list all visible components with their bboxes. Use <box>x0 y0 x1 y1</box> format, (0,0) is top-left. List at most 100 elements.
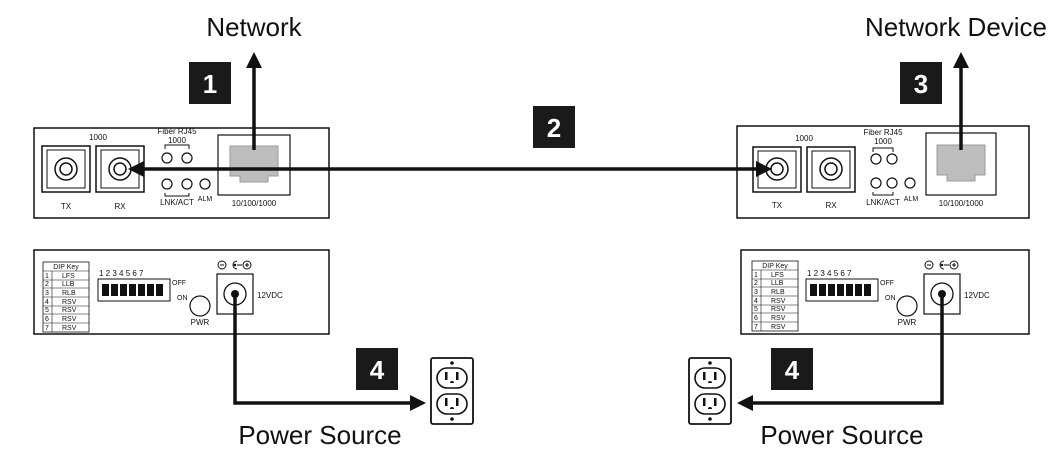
svg-text:1: 1 <box>45 273 49 280</box>
step-badge-4-right: 4 <box>771 348 813 390</box>
alm-label: ALM <box>198 196 213 203</box>
tx-label: TX <box>772 201 783 210</box>
svg-text:RLB: RLB <box>62 290 76 297</box>
rx-label: RX <box>114 202 126 211</box>
tx-label: TX <box>61 202 72 211</box>
svg-text:RSV: RSV <box>62 299 77 306</box>
left-front-panel: 1000 Fiber RJ45 1000 TX RX LNK/ACT ALM 1… <box>33 127 330 219</box>
polarity-icon <box>924 260 959 270</box>
lnk-act-label: LNK/ACT <box>160 198 194 207</box>
rx-port <box>806 146 856 193</box>
pwr-label: PWR <box>898 318 917 327</box>
power-source-label-left: Power Source <box>238 420 401 450</box>
svg-text:6: 6 <box>45 316 49 323</box>
svg-text:3: 3 <box>914 69 928 99</box>
voltage-label: 12VDC <box>964 291 990 300</box>
svg-text:5: 5 <box>754 306 758 313</box>
led-icon <box>181 152 193 164</box>
rj45-speed-label: 10/100/1000 <box>939 199 984 208</box>
step-badge-2: 2 <box>533 106 575 148</box>
left-power-cable-arrow <box>233 294 426 411</box>
alm-label: ALM <box>904 196 919 203</box>
dip-key-header: DIP Key <box>53 264 79 271</box>
dip-switch <box>805 278 879 302</box>
lnk-act-label: LNK/ACT <box>866 198 900 207</box>
svg-text:3: 3 <box>754 289 758 296</box>
step-badge-4-left: 4 <box>356 348 398 390</box>
svg-text:RSV: RSV <box>62 316 77 323</box>
tx-port <box>41 145 91 193</box>
fiber-speed-label: 1000 <box>874 137 892 146</box>
power-source-label-right: Power Source <box>760 420 923 450</box>
led-icon <box>161 178 173 190</box>
svg-text:RSV: RSV <box>771 315 786 322</box>
network-label: Network <box>206 12 302 42</box>
svg-text:2: 2 <box>547 113 561 143</box>
rj45-speed-label: 10/100/1000 <box>232 199 277 208</box>
svg-text:RLB: RLB <box>771 289 785 296</box>
network-uplink-arrow <box>246 52 262 150</box>
svg-text:3: 3 <box>45 290 49 297</box>
svg-text:7: 7 <box>45 325 49 332</box>
dip-key-table: DIP Key 1 LFS 2 LLB 3 RLB 4 RSV 5 RSV 6 … <box>42 261 90 333</box>
polarity-icon <box>217 260 252 270</box>
svg-text:4: 4 <box>754 298 758 305</box>
svg-text:2: 2 <box>45 281 49 288</box>
led-icon <box>870 153 882 165</box>
dip-switch <box>97 278 171 302</box>
right-front-panel: 1000 Fiber RJ45 1000 TX RX LNK/ACT ALM 1… <box>736 125 1030 219</box>
pwr-label: PWR <box>191 318 210 327</box>
dip-switch-numbers: 1 2 3 4 5 6 7 <box>807 269 852 278</box>
right-rear-panel: DIP Key 1 LFS 2 LLB 3 RLB 4 RSV 5 RSV 6 … <box>740 249 1030 335</box>
svg-text:RSV: RSV <box>771 298 786 305</box>
svg-text:RSV: RSV <box>771 306 786 313</box>
svg-text:LLB: LLB <box>62 281 75 288</box>
led-icon <box>870 177 882 189</box>
svg-text:5: 5 <box>45 307 49 314</box>
step-badge-1: 1 <box>189 62 231 104</box>
network-device-label: Network Device <box>865 12 1047 42</box>
on-label: ON <box>177 295 188 302</box>
svg-text:7: 7 <box>754 324 758 331</box>
off-label: OFF <box>880 280 894 287</box>
fiber-rj45-label: Fiber RJ45 <box>863 128 903 137</box>
fiber-speed-label: 1000 <box>168 136 186 145</box>
rx-label: RX <box>825 201 837 210</box>
pwr-led-icon <box>189 295 211 317</box>
svg-text:1: 1 <box>203 69 217 99</box>
speed-label: 1000 <box>89 133 107 142</box>
led-icon <box>886 153 898 165</box>
led-icon <box>886 177 898 189</box>
svg-text:LFS: LFS <box>62 273 75 280</box>
fiber-cable-arrow <box>128 161 772 177</box>
svg-text:RSV: RSV <box>62 325 77 332</box>
right-power-outlet-icon <box>688 357 732 425</box>
dip-switch-numbers: 1 2 3 4 5 6 7 <box>99 269 144 278</box>
svg-text:4: 4 <box>45 299 49 306</box>
svg-text:LFS: LFS <box>771 272 784 279</box>
svg-text:LLB: LLB <box>771 280 784 287</box>
left-rear-panel: DIP Key 1 LFS 2 LLB 3 RLB 4 RSV 5 RSV 6 … <box>33 249 330 335</box>
svg-text:1: 1 <box>754 272 758 279</box>
led-icon <box>904 177 916 189</box>
led-icon <box>161 152 173 164</box>
svg-text:RSV: RSV <box>62 307 77 314</box>
network-device-arrow <box>953 52 969 150</box>
svg-text:6: 6 <box>754 315 758 322</box>
svg-text:4: 4 <box>370 355 385 385</box>
voltage-label: 12VDC <box>257 291 283 300</box>
svg-text:4: 4 <box>785 355 800 385</box>
led-icon <box>199 178 211 190</box>
right-power-cable-arrow <box>737 294 944 411</box>
dip-key-header: DIP Key <box>762 263 788 270</box>
on-label: ON <box>885 295 896 302</box>
dip-key-table: DIP Key 1 LFS 2 LLB 3 RLB 4 RSV 5 RSV 6 … <box>751 260 799 332</box>
speed-label: 1000 <box>795 134 813 143</box>
left-power-outlet-icon <box>430 357 474 425</box>
svg-text:2: 2 <box>754 280 758 287</box>
off-label: OFF <box>172 280 186 287</box>
step-badge-3: 3 <box>900 62 942 104</box>
svg-text:RSV: RSV <box>771 324 786 331</box>
fiber-rj45-label: Fiber RJ45 <box>157 127 197 136</box>
pwr-led-icon <box>896 295 918 317</box>
